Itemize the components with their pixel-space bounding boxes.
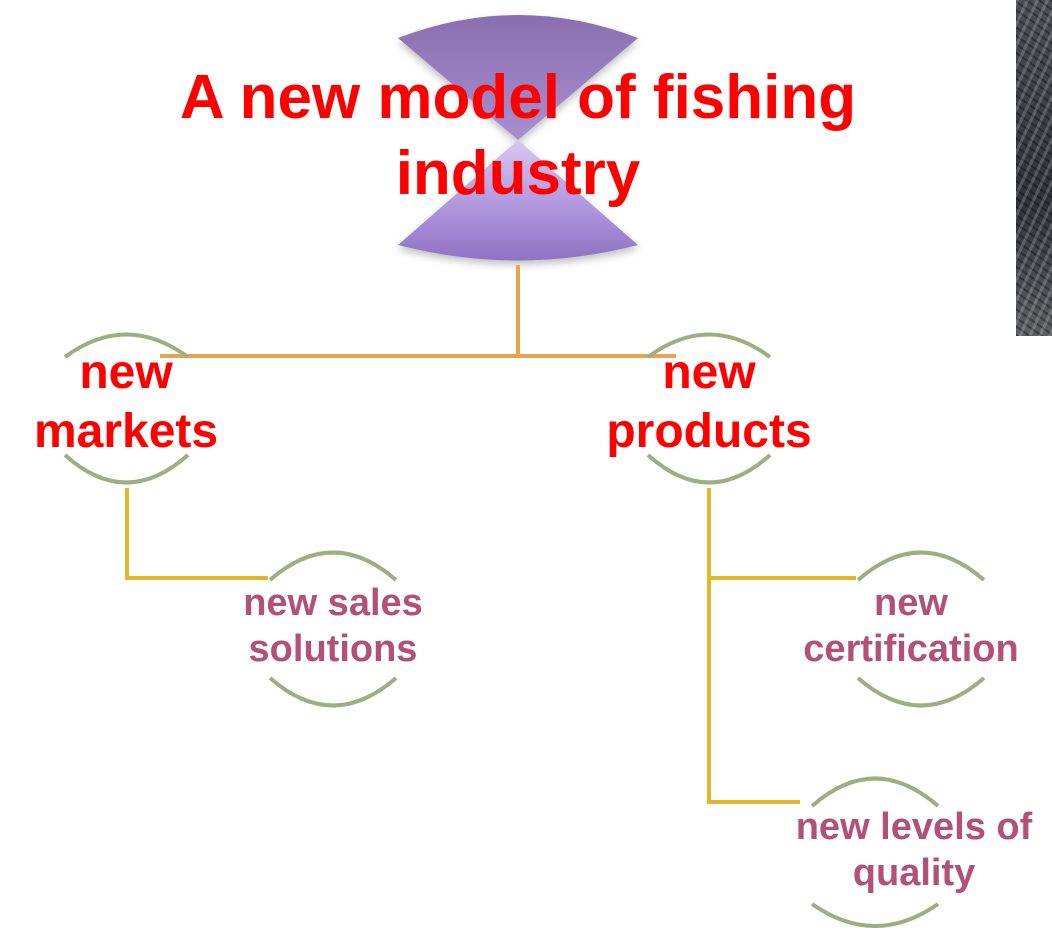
node-new-products: new products bbox=[606, 346, 812, 458]
hourglass-bottom-shape bbox=[398, 140, 638, 261]
arc-top-new-sales-solutions bbox=[268, 550, 398, 582]
diagram-title: A new model of fishing industry bbox=[179, 63, 857, 208]
node-new-certification: new certification bbox=[803, 582, 1019, 671]
arc-top-new-certification bbox=[856, 550, 986, 582]
connector-products bbox=[707, 488, 856, 804]
arc-top-new-levels-of-quality bbox=[810, 776, 940, 808]
arc-bottom-new-products bbox=[646, 453, 772, 485]
arc-bottom-new-certification bbox=[856, 676, 986, 708]
node-new-markets: new markets bbox=[33, 346, 219, 458]
arc-top-new-markets bbox=[63, 332, 190, 359]
arc-bottom-new-levels-of-quality bbox=[810, 902, 940, 928]
node-new-sales-solutions: new sales solutions bbox=[243, 582, 423, 671]
hourglass-top-shape bbox=[398, 15, 638, 140]
connector-markets bbox=[125, 488, 268, 580]
arc-top-new-products bbox=[646, 332, 772, 359]
connector-root bbox=[160, 265, 676, 358]
arc-bottom-new-sales-solutions bbox=[268, 676, 398, 708]
fish-photo bbox=[1016, 0, 1052, 336]
node-new-levels-of-quality: new levels of quality bbox=[795, 806, 1033, 895]
arc-bottom-new-markets bbox=[63, 453, 190, 485]
